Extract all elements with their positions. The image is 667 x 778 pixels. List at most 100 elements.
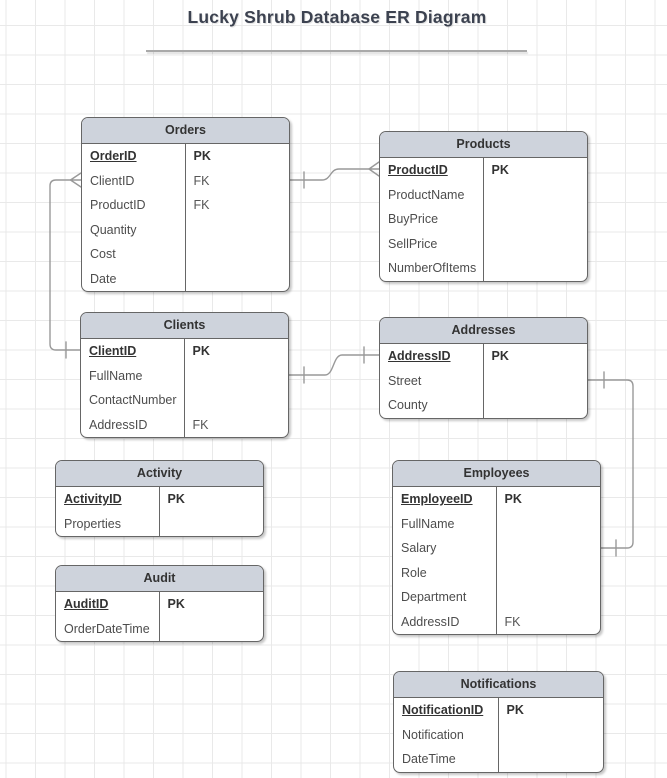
field-row-ProductName: ProductName: [380, 182, 588, 208]
field-key: [186, 267, 290, 292]
field-name: FullName: [393, 511, 497, 536]
field-name: OrderID: [82, 144, 186, 169]
field-name: SellPrice: [380, 231, 484, 256]
field-row-OrderDateTime: OrderDateTime: [56, 616, 264, 642]
relationship-orders-products[interactable]: [289, 161, 380, 189]
field-key: [484, 369, 588, 394]
field-key: FK: [504, 614, 521, 629]
field-row-DateTime: DateTime: [394, 747, 603, 772]
field-row-ClientID: ClientID PK: [81, 339, 288, 364]
field-key: [484, 183, 588, 208]
field-row-Properties: Properties: [56, 511, 264, 537]
field-name: AddressID: [380, 344, 484, 369]
field-name: Date: [82, 266, 186, 291]
field-row-NumberOfItems: NumberOfItems: [380, 256, 587, 281]
field-name: ActivityID: [56, 487, 160, 512]
field-name: FullName: [81, 363, 185, 388]
field-key: PK: [504, 492, 522, 506]
field-name: ProductID: [82, 193, 186, 218]
diagram-title: Lucky Shrub Database ER Diagram: [187, 7, 487, 27]
field-key: [186, 218, 290, 243]
field-key: [499, 723, 604, 748]
field-name: Properties: [56, 511, 160, 536]
field-key: FK: [192, 417, 209, 432]
crowfoot-many-orders: [69, 172, 82, 188]
relationship-orders-clients[interactable]: [49, 172, 82, 359]
field-row-OrderID: OrderID PK: [82, 144, 289, 169]
title-divider: [146, 50, 527, 52]
entity-title-audit: Audit: [56, 566, 263, 592]
entity-title-activity: Activity: [56, 461, 263, 487]
field-row-Notification: Notification: [394, 722, 604, 748]
field-key: [484, 232, 588, 257]
field-row-Date: Date: [82, 266, 290, 292]
field-key: FK: [193, 198, 210, 212]
field-row-ContactNumber: ContactNumber: [81, 388, 288, 413]
field-key: [484, 256, 588, 281]
field-row-EmployeeID: EmployeeID PK: [393, 487, 600, 512]
entity-title-products: Products: [380, 132, 587, 158]
field-key: [185, 364, 289, 389]
field-name: Department: [393, 585, 497, 610]
field-name: ClientID: [82, 168, 186, 193]
field-name: Notification: [394, 722, 499, 747]
field-key: PK: [491, 349, 509, 363]
field-key: [160, 617, 264, 642]
field-key: [497, 561, 601, 586]
field-name: AddressID: [81, 412, 185, 437]
field-name: OrderDateTime: [56, 616, 160, 641]
crowfoot-many-products: [368, 161, 380, 177]
field-row-FullName: FullName: [393, 511, 600, 536]
field-row-Cost: Cost: [82, 242, 289, 267]
field-name: AuditID: [56, 592, 160, 617]
field-key: [484, 393, 588, 418]
field-row-Street: Street: [380, 368, 588, 394]
field-name: DateTime: [394, 747, 499, 772]
field-key: PK: [506, 703, 524, 717]
field-key: [497, 536, 601, 561]
field-name: Salary: [393, 536, 497, 561]
field-name: Cost: [82, 242, 186, 267]
field-key: [160, 512, 264, 537]
field-row-ProductID: ProductID FK: [82, 193, 289, 218]
field-key: [484, 207, 588, 232]
field-row-AddressID: AddressID FK: [393, 609, 600, 634]
field-key: [499, 747, 604, 772]
field-key: PK: [193, 149, 211, 163]
field-name: Role: [393, 560, 497, 585]
field-key: PK: [491, 163, 509, 177]
field-name: ClientID: [81, 339, 185, 364]
field-key: [185, 388, 289, 413]
field-key: [497, 585, 601, 610]
field-key: [186, 242, 290, 267]
field-name: EmployeeID: [393, 487, 497, 512]
entity-title-orders: Orders: [82, 118, 289, 144]
field-row-Salary: Salary: [393, 536, 600, 561]
field-name: Street: [380, 368, 484, 393]
field-row-FullName: FullName: [81, 363, 289, 389]
field-name: Quantity: [82, 217, 186, 242]
field-row-SellPrice: SellPrice: [380, 231, 588, 257]
field-row-Quantity: Quantity: [82, 217, 290, 243]
field-name: County: [380, 393, 484, 418]
field-name: ContactNumber: [81, 388, 185, 413]
relationship-clients-addresses[interactable]: [288, 346, 380, 384]
field-key: PK: [167, 597, 185, 611]
field-key: PK: [192, 344, 210, 358]
field-name: BuyPrice: [380, 207, 484, 232]
field-name: NumberOfItems: [380, 256, 484, 281]
field-name: AddressID: [393, 609, 497, 634]
field-row-Department: Department: [393, 585, 600, 610]
